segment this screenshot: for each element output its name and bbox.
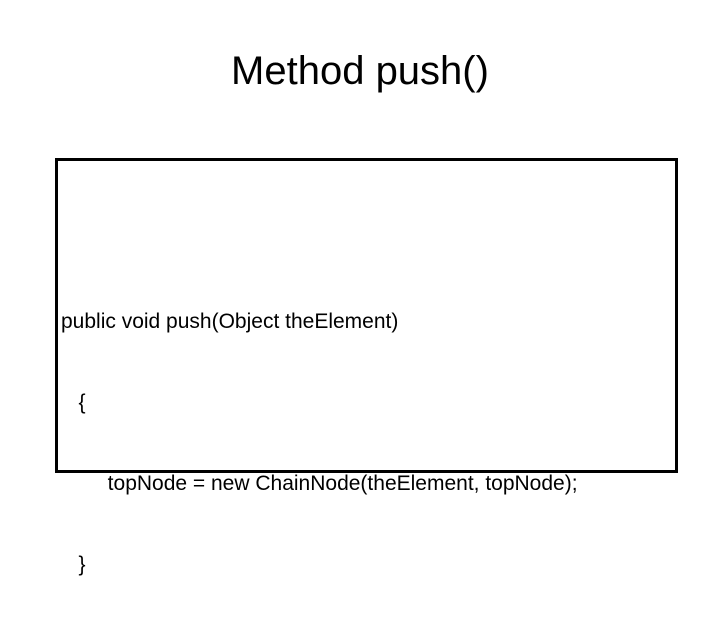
code-line: topNode = new ChainNode(theElement, topN… [61, 472, 578, 495]
slide-canvas: Method push() public void push(Object th… [55, 49, 678, 576]
code-block: public void push(Object theElement) { to… [61, 254, 675, 632]
code-box: public void push(Object theElement) { to… [55, 158, 678, 576]
code-line: } [61, 553, 86, 576]
code-line: public void push(Object theElement) [61, 310, 399, 333]
code-line: { [61, 391, 86, 414]
page-title: Method push() [231, 49, 489, 93]
